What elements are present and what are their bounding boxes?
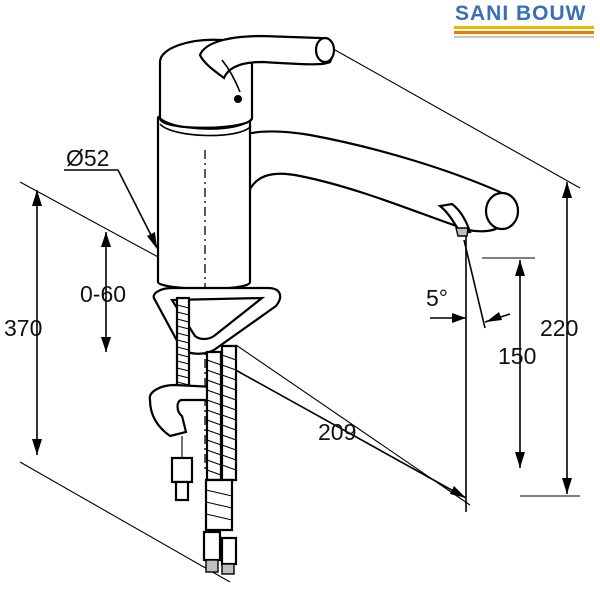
label-diameter-base: Ø52 [66,145,109,171]
brand-stripe-1 [454,26,594,29]
label-total-height: 370 [4,315,42,341]
brand-stripe-3 [454,36,594,38]
supply-hoses [202,344,238,575]
label-spout-tilt: 5° [426,285,448,311]
threaded-rod [175,296,191,400]
brand-logo: SANI BOUW [454,2,594,38]
label-spout-height: 220 [540,315,578,341]
brand-logo-text: SANI BOUW [455,2,587,25]
dimension-labels: Ø52 0-60 370 209 5° 150 220 [4,145,578,445]
dimension-lines [19,45,581,583]
label-deck-thickness: 0-60 [80,281,126,307]
label-outlet-height: 150 [498,343,536,369]
label-spout-reach: 209 [318,419,356,445]
faucet-body [148,34,520,575]
brand-stripe-2 [454,31,594,34]
